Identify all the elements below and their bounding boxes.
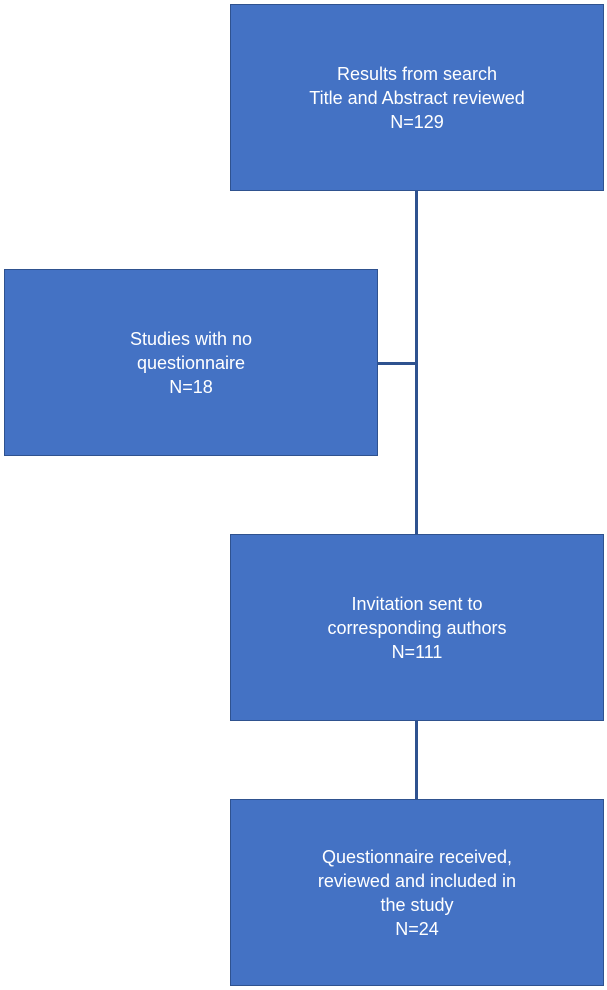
excluded-studies-box: Studies with no questionnaire N=18 [4, 269, 378, 456]
included-line3: the study [380, 894, 454, 915]
connector-invite-to-received [415, 721, 418, 799]
invitation-line2: corresponding authors [327, 617, 507, 638]
excluded-studies-line1: Studies with no [129, 328, 253, 349]
invitation-count: N=111 [391, 641, 443, 662]
included-count: N=24 [395, 918, 439, 939]
search-results-line1: Results from search [336, 63, 498, 84]
excluded-studies-line2: questionnaire [136, 352, 246, 373]
search-results-count: N=129 [390, 111, 444, 132]
search-results-box: Results from search Title and Abstract r… [230, 4, 604, 191]
connector-branch-to-excluded [378, 362, 418, 365]
search-results-line2: Title and Abstract reviewed [309, 87, 525, 108]
included-line1: Questionnaire received, [321, 846, 513, 867]
included-line2: reviewed and included in [317, 870, 517, 891]
included-questionnaires-box: Questionnaire received, reviewed and inc… [230, 799, 604, 986]
excluded-studies-count: N=18 [169, 376, 213, 397]
invitation-line1: Invitation sent to [351, 593, 483, 614]
invitation-box: Invitation sent to corresponding authors… [230, 534, 604, 721]
